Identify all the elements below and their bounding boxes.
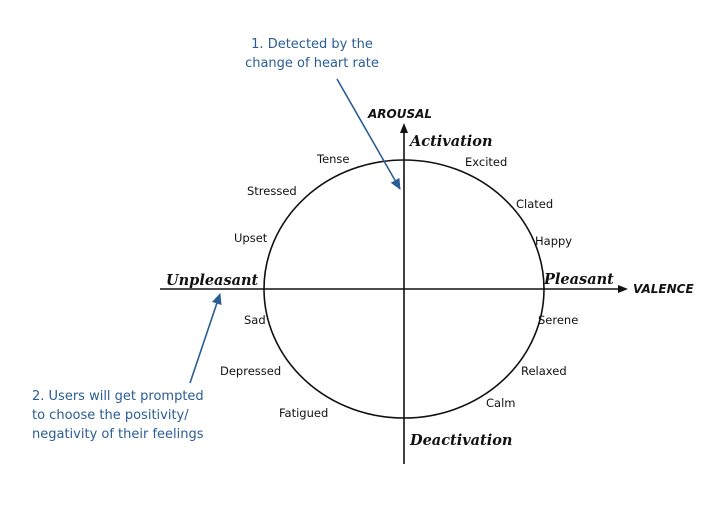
valence-axis-label: VALENCE [633, 282, 694, 296]
emotion-sad: Sad [244, 313, 266, 327]
prompt-annotation-line-2: to choose the positivity/ [32, 408, 189, 423]
prompt-annotation-line-3: negativity of their feelings [32, 427, 204, 442]
emotion-relaxed: Relaxed [521, 364, 567, 378]
emotion-depressed: Depressed [220, 364, 281, 378]
emotion-upset: Upset [234, 231, 268, 245]
emotion-fatigued: Fatigued [279, 406, 328, 420]
heart-rate-annotation-line-2: change of heart rate [245, 56, 379, 71]
deactivation-label: Deactivation [409, 432, 512, 449]
heart-rate-arrow [336, 78, 401, 190]
emotion-clated: Clated [516, 197, 553, 211]
emotion-tense: Tense [316, 152, 350, 166]
emotion-happy: Happy [535, 234, 572, 248]
heart-rate-annotation-line-1: 1. Detected by the [251, 37, 373, 52]
emotion-serene: Serene [538, 313, 578, 327]
emotion-calm: Calm [486, 396, 515, 410]
pleasant-label: Pleasant [543, 271, 614, 288]
arousal-axis-label: AROUSAL [367, 107, 432, 121]
activation-label: Activation [408, 133, 493, 150]
prompt-annotation-line-1: 2. Users will get prompted [32, 389, 204, 404]
unpleasant-label: Unpleasant [166, 272, 259, 289]
prompt-arrow [189, 293, 222, 384]
emotion-excited: Excited [465, 155, 507, 169]
emotion-stressed: Stressed [247, 184, 297, 198]
